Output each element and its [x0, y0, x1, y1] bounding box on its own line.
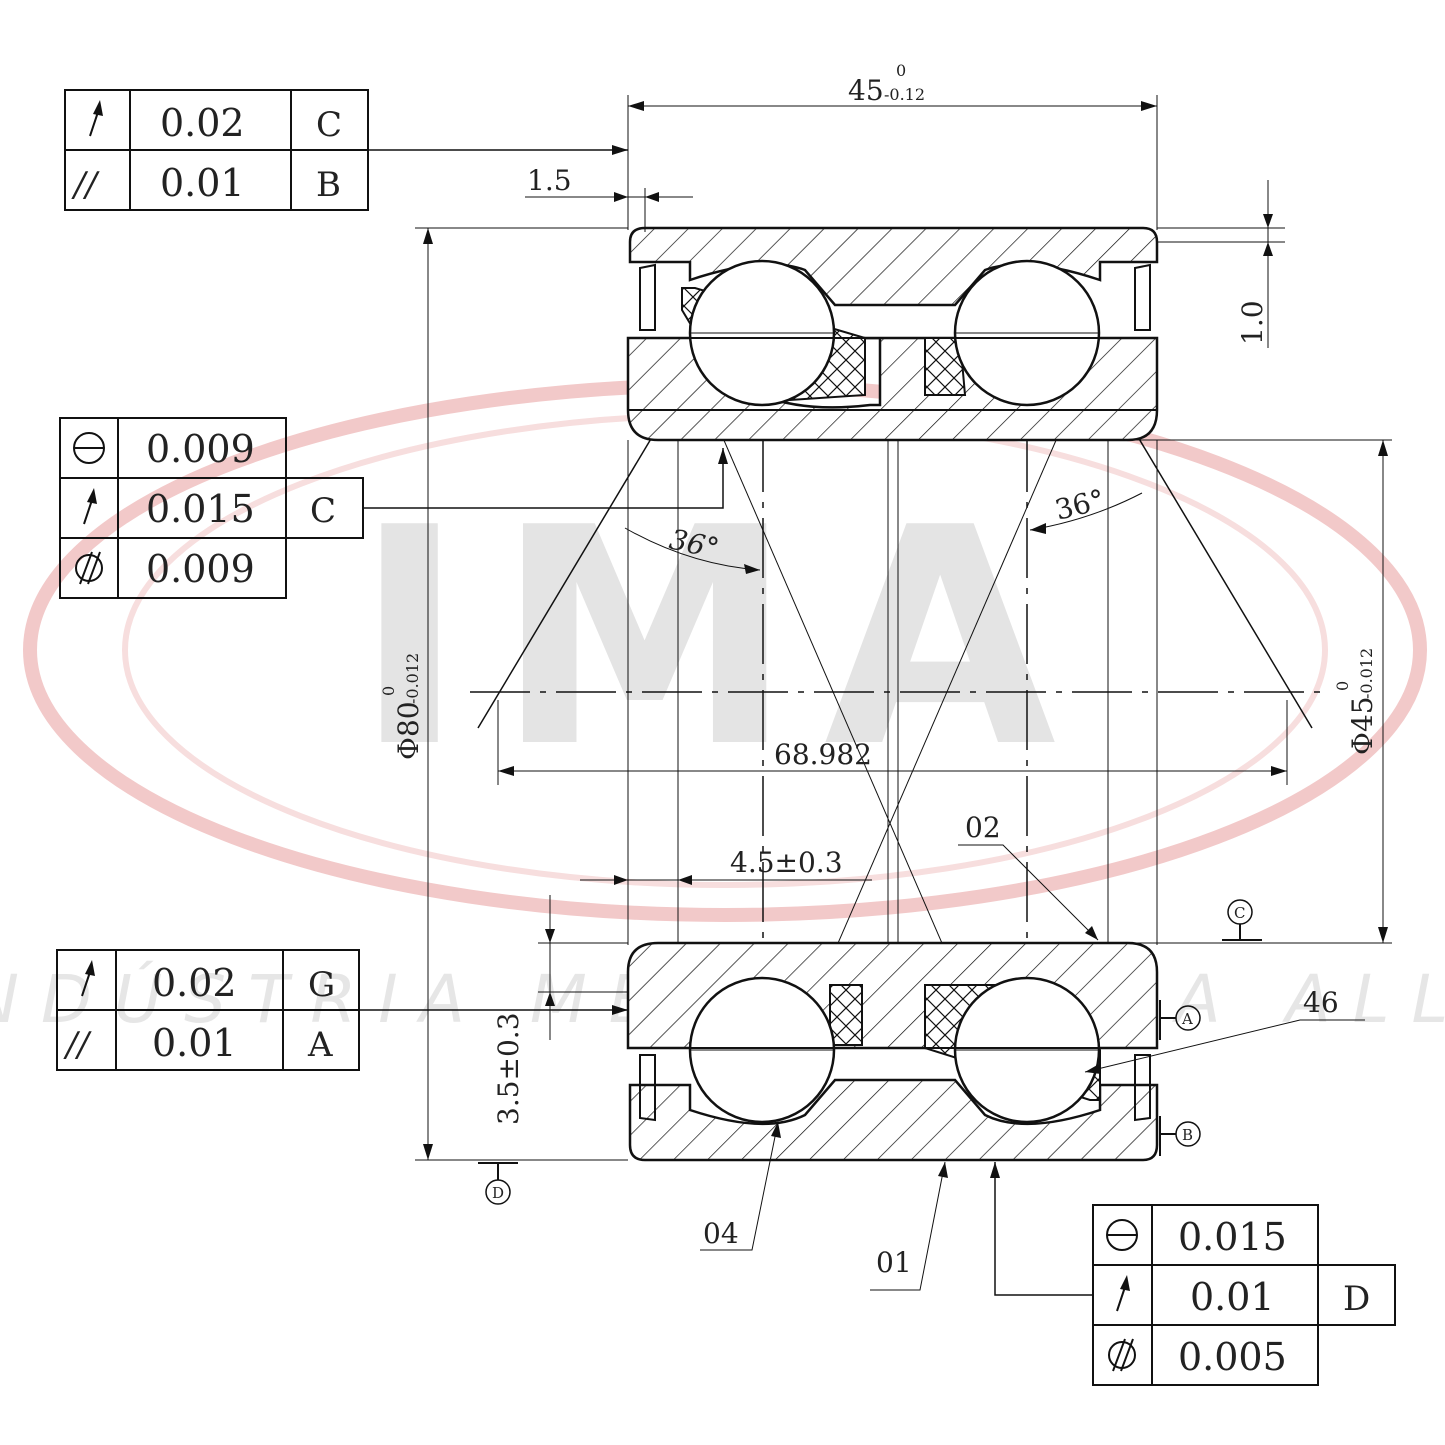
- fcf-mid-left-value-2: 0.015: [146, 487, 255, 531]
- fcf-bottom-left-datum-2: A: [307, 1025, 333, 1065]
- fcf-bottom-left: // 0.02 0.01 G A: [56, 949, 628, 1071]
- circular-runout-icon: [83, 488, 97, 525]
- dim-chamfer-1-5: 1.5: [527, 164, 572, 197]
- seal-right-bottom: [1134, 1054, 1151, 1122]
- fcf-bottom-right: 0.015 0.01 0.005 D: [990, 1162, 1396, 1386]
- dimensions: 45 0 -0.12 1.5 1.0 Φ80 0 -0.012 Φ45 0: [379, 61, 1392, 1161]
- circular-runout-icon: [81, 960, 95, 997]
- fcf-mid-left-datum-2: C: [310, 491, 336, 531]
- roundness-icon: [73, 432, 105, 464]
- outer-ring-top: [628, 226, 1159, 307]
- outer-ring-bottom: [628, 1078, 1159, 1162]
- fcf-bottom-left-datum-1: G: [308, 965, 335, 1005]
- fcf-bottom-right-value-3: 0.005: [1178, 1335, 1287, 1379]
- dim-chamfer-1-0: 1.0: [1236, 300, 1269, 345]
- seal-left-top: [639, 263, 656, 331]
- dim-pitch-spread: 68.982: [774, 738, 872, 771]
- parallelism-icon: //: [71, 165, 100, 205]
- seal-right-top: [1134, 263, 1151, 331]
- parallelism-icon: //: [63, 1025, 92, 1065]
- datum-b-label: B: [1182, 1126, 1193, 1144]
- cylindricity-icon: [1108, 1338, 1136, 1372]
- fcf-bottom-left-value-1: 0.02: [152, 961, 237, 1005]
- cage-left-bottom: [829, 984, 863, 1046]
- fcf-mid-left-value-3: 0.009: [146, 547, 255, 591]
- dim-width-nominal: 45: [848, 74, 884, 107]
- datum-a-label: A: [1181, 1010, 1193, 1028]
- datum-d: D: [478, 1162, 518, 1205]
- bearing-section-bottom: [626, 941, 1159, 1162]
- seal-left-bottom: [639, 1054, 656, 1122]
- watermark: IMA INDÚSTRIA METALÚRGICA ALLI: [0, 378, 1445, 1038]
- datum-d-label: D: [492, 1184, 504, 1202]
- dim-offset-4-5: 4.5±0.3: [730, 846, 843, 879]
- dim-bore-diameter: Φ45: [1346, 696, 1379, 755]
- fcf-mid-left: 0.009 0.015 0.009 C: [59, 417, 728, 599]
- roundness-icon: [1106, 1219, 1138, 1251]
- dim-offset-3-5: 3.5±0.3: [492, 1012, 525, 1125]
- datum-c: C: [1222, 899, 1262, 941]
- part-label-01: 01: [876, 1246, 912, 1279]
- dim-bore-upper: 0: [1333, 681, 1352, 691]
- part-leaders: 02 46 04 01: [700, 811, 1365, 1291]
- fcf-bottom-right-value-2: 0.01: [1190, 1275, 1275, 1319]
- dim-outer-upper: 0: [379, 686, 398, 696]
- datum-c-label: C: [1234, 904, 1245, 922]
- fcf-bottom-left-value-2: 0.01: [152, 1021, 237, 1065]
- circular-runout-icon: [89, 100, 103, 137]
- fcf-top-left-datum-2: B: [316, 165, 341, 205]
- dim-width-upper: 0: [896, 61, 906, 80]
- fcf-bottom-right-datum-2: D: [1343, 1279, 1370, 1319]
- circular-runout-icon: [1116, 1275, 1130, 1312]
- fcf-top-left-value-2: 0.01: [160, 161, 245, 205]
- bearing-section-top: [626, 226, 1159, 442]
- cylindricity-icon: [75, 551, 103, 585]
- fcf-mid-left-value-1: 0.009: [146, 427, 255, 471]
- dim-outer-diameter: Φ80: [392, 701, 425, 760]
- dim-bore-lower: -0.012: [1357, 648, 1376, 699]
- part-label-02: 02: [965, 811, 1001, 844]
- part-label-46: 46: [1303, 986, 1339, 1019]
- part-label-04: 04: [703, 1217, 739, 1250]
- watermark-logo: IMA: [354, 464, 1086, 813]
- fcf-top-left-value-1: 0.02: [160, 101, 245, 145]
- datum-b: B: [1159, 1116, 1201, 1156]
- datum-symbols: C A B D: [478, 899, 1262, 1205]
- dim-outer-lower: -0.012: [403, 653, 422, 704]
- fcf-top-left-datum-1: C: [316, 105, 342, 145]
- fcf-bottom-right-value-1: 0.015: [1178, 1215, 1287, 1259]
- dim-width-lower: -0.12: [884, 85, 925, 104]
- datum-a: A: [1159, 1000, 1201, 1040]
- fcf-top-left: // 0.02 0.01 C B: [64, 89, 628, 211]
